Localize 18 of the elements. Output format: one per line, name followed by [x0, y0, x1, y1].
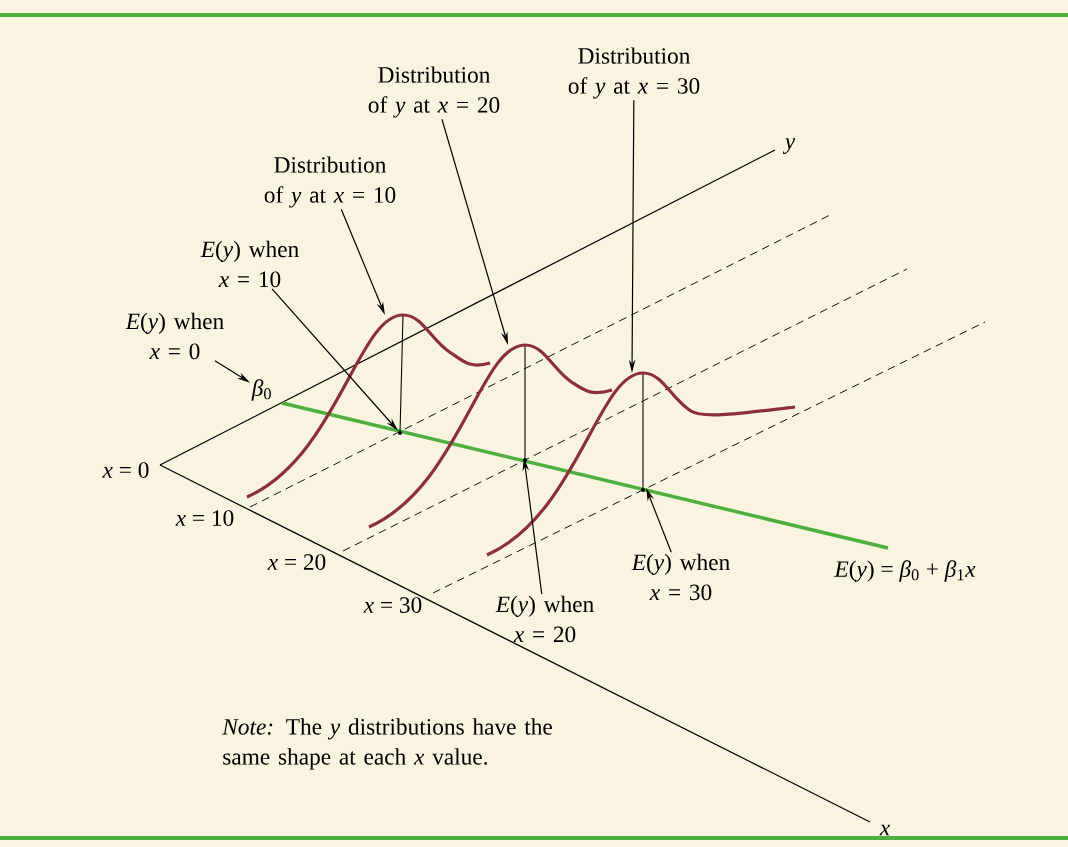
callout-text: E(y) when x = 30 [631, 553, 730, 601]
tick-label: x = 0 [102, 462, 149, 478]
axis-label: y [782, 138, 796, 154]
equation-label: E(y) = β$_{0}$ + β$_{1}$x [834, 560, 976, 582]
callout-text: Distribution of y at x = 10 [264, 156, 396, 208]
callout-text: Distribution of y at x = 20 [368, 66, 500, 118]
tick-label: x = 10 [175, 510, 234, 526]
callout-text: E(y) when x = 20 [495, 595, 594, 643]
note-text: Note: The y distributions have the same shape at each x value. [222, 718, 552, 770]
callout-text: Distribution of y at x = 30 [568, 47, 700, 99]
distribution-curve [246, 313, 491, 499]
mean-point [398, 431, 402, 435]
axis-label: x [879, 824, 890, 836]
callout-text: E(y) when x = 10 [200, 240, 299, 288]
tick-label: x = 30 [363, 597, 422, 613]
callout-text: E(y) when x = 0 [125, 312, 224, 360]
distribution-curve [368, 343, 613, 529]
tick-label: x = 20 [267, 554, 326, 570]
